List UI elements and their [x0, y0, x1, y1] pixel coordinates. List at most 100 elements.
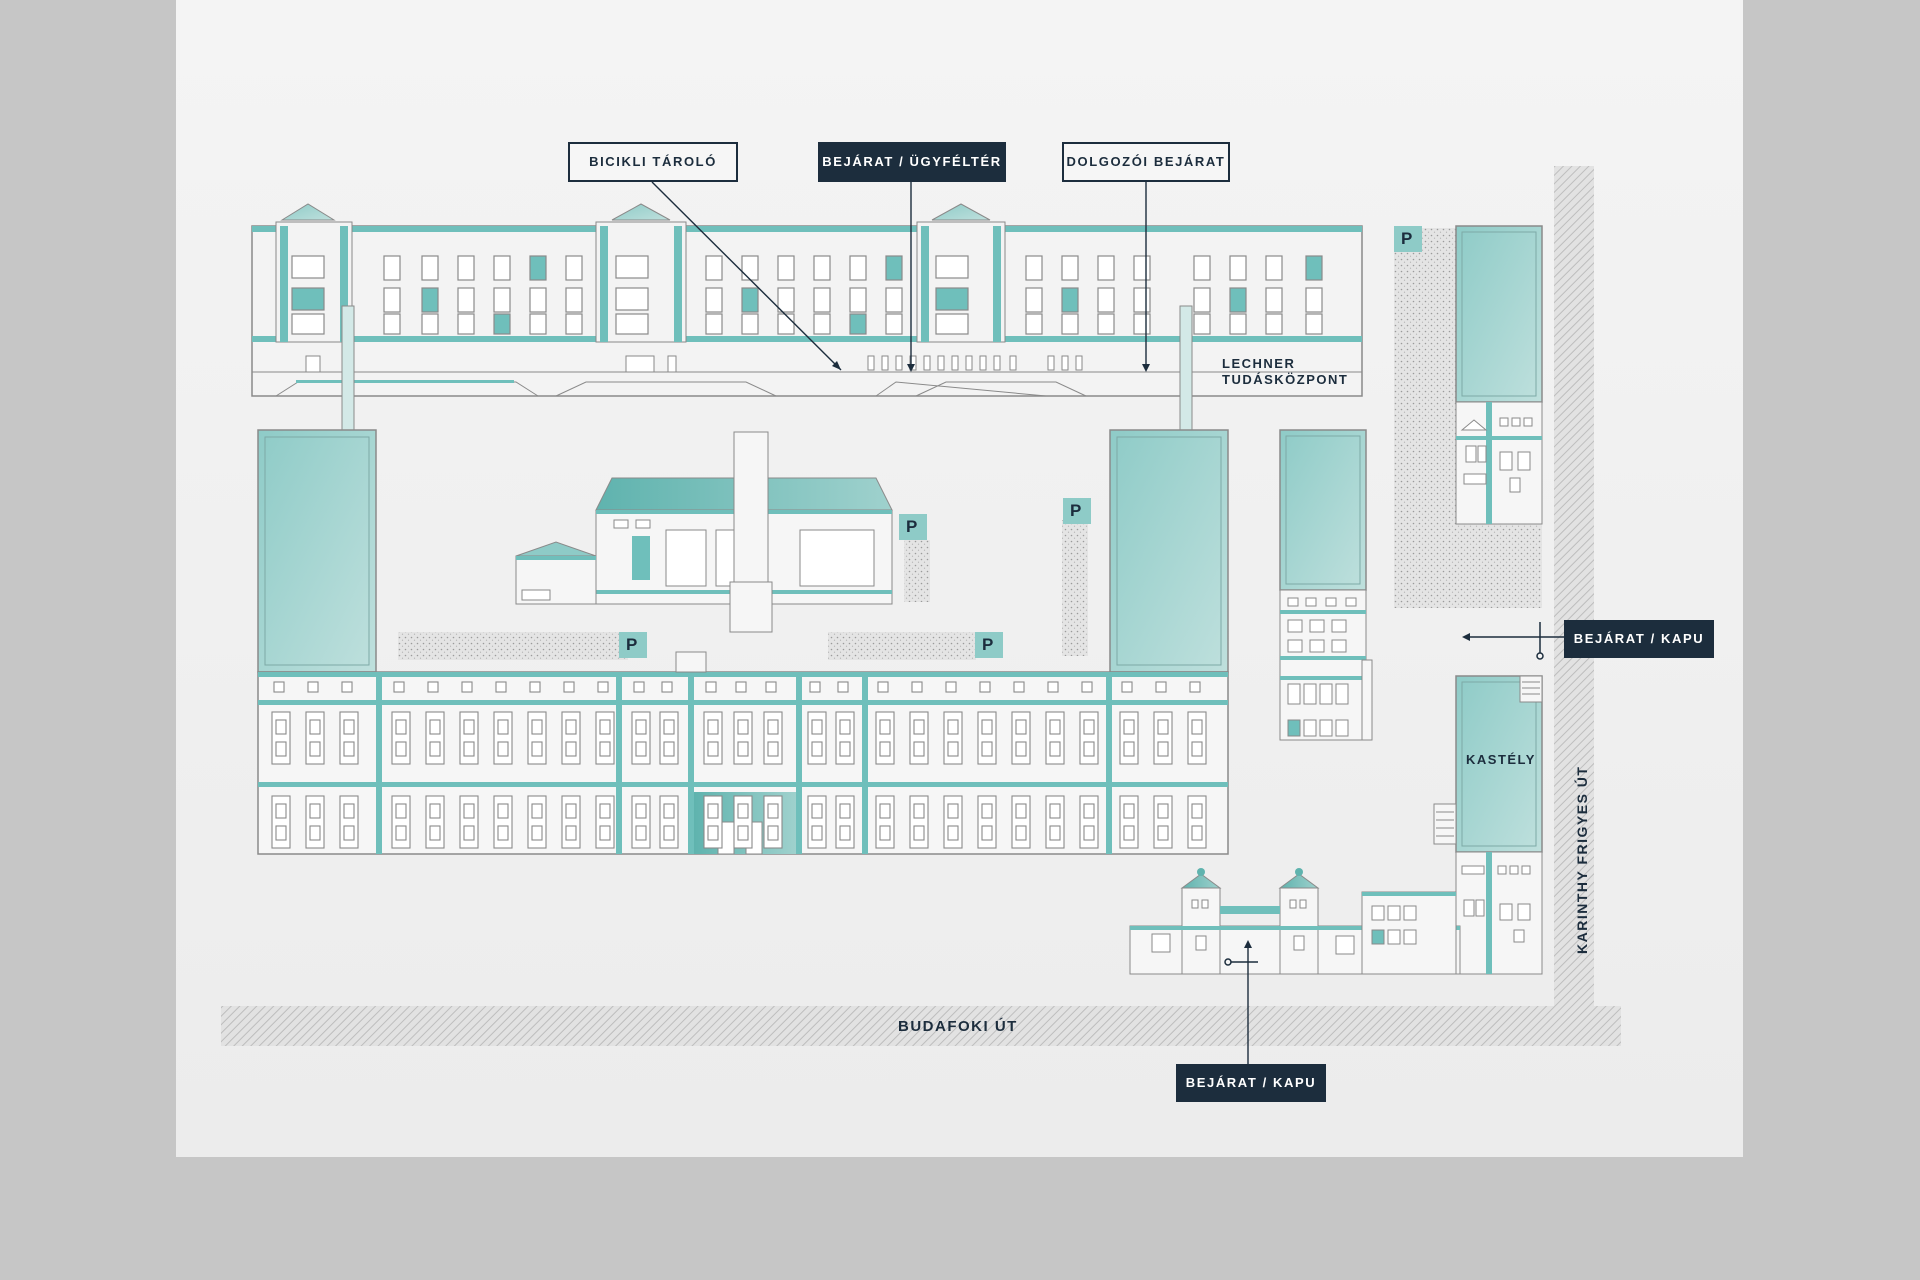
- window-pane: [737, 719, 749, 735]
- window-pane: [429, 825, 441, 841]
- window-pane: [309, 803, 321, 819]
- window-pane: [1083, 803, 1095, 819]
- window-pane: [1049, 803, 1061, 819]
- window-pane: [811, 825, 823, 841]
- east-courtyard-roof: [1109, 429, 1229, 673]
- window-pane: [275, 741, 287, 757]
- window-pane: [309, 741, 321, 757]
- window-pane: [947, 803, 959, 819]
- street-karinthy: KARINTHY FRIGYES ÚT: [1574, 765, 1590, 954]
- window-pane: [1015, 803, 1027, 819]
- window-pane: [531, 741, 543, 757]
- south-main-building: [257, 651, 1229, 855]
- window-pane: [663, 803, 675, 819]
- castle-building: [1433, 675, 1543, 975]
- window-pane: [811, 803, 823, 819]
- window-pane: [737, 825, 749, 841]
- attic-window: [1013, 681, 1025, 693]
- attic-window: [393, 681, 405, 693]
- attic-window: [945, 681, 957, 693]
- attic-window: [273, 681, 285, 693]
- attic-window: [809, 681, 821, 693]
- street-budafoki: BUDAFOKI ÚT: [898, 1018, 1018, 1035]
- window-pane: [1083, 719, 1095, 735]
- attic-window: [461, 681, 473, 693]
- window-pane: [599, 741, 611, 757]
- attic-window: [837, 681, 849, 693]
- window-pane: [1191, 719, 1203, 735]
- attic-window: [1047, 681, 1059, 693]
- window-pane: [913, 803, 925, 819]
- parking-sign-icon: [619, 226, 1422, 658]
- attic-window: [735, 681, 747, 693]
- window-pane: [343, 719, 355, 735]
- label-staff-entrance: DOLGOZÓI BEJÁRAT: [1062, 142, 1230, 182]
- parking-letter: P: [1070, 501, 1082, 520]
- window-pane: [497, 825, 509, 841]
- window-pane: [635, 803, 647, 819]
- window-pane: [463, 825, 475, 841]
- window-pane: [565, 719, 577, 735]
- window-pane: [839, 741, 851, 757]
- window-pane: [309, 825, 321, 841]
- window-pane: [879, 803, 891, 819]
- attic-window: [1121, 681, 1133, 693]
- window-pane: [913, 741, 925, 757]
- window-pane: [1049, 719, 1061, 735]
- north-building: [251, 203, 1363, 397]
- window-pane: [497, 719, 509, 735]
- leader-lines: [651, 181, 1564, 1064]
- gate-barrier-icon: [1224, 622, 1544, 966]
- window-pane: [343, 803, 355, 819]
- attic-window: [877, 681, 889, 693]
- window-pane: [981, 741, 993, 757]
- window-pane: [767, 741, 779, 757]
- window-pane: [811, 719, 823, 735]
- window-pane: [395, 719, 407, 735]
- window-pane: [635, 719, 647, 735]
- window-pane: [839, 825, 851, 841]
- window-pane: [463, 719, 475, 735]
- window-pane: [429, 741, 441, 757]
- window-pane: [497, 803, 509, 819]
- window-pane: [1049, 741, 1061, 757]
- window-pane: [879, 741, 891, 757]
- parking-letter: P: [626, 635, 638, 654]
- window-pane: [981, 719, 993, 735]
- window-pane: [1191, 825, 1203, 841]
- attic-window: [661, 681, 673, 693]
- attic-window: [705, 681, 717, 693]
- window-pane: [1123, 719, 1135, 735]
- window-pane: [565, 741, 577, 757]
- window-pane: [635, 825, 647, 841]
- label-knowledge-center-line1: LECHNER: [1222, 356, 1296, 371]
- window-pane: [599, 719, 611, 735]
- arrow-head-icon: [832, 361, 1470, 948]
- window-pane: [531, 719, 543, 735]
- window-pane: [599, 825, 611, 841]
- attic-window: [529, 681, 541, 693]
- window-pane: [1191, 741, 1203, 757]
- window-pane: [275, 825, 287, 841]
- road-karinthy: [1554, 166, 1594, 1006]
- window-pane: [707, 741, 719, 757]
- parking-letter: P: [906, 517, 918, 536]
- window-pane: [767, 719, 779, 735]
- window-pane: [839, 719, 851, 735]
- window-pane: [1015, 825, 1027, 841]
- attic-window: [1189, 681, 1201, 693]
- window-pane: [635, 741, 647, 757]
- parking-letter: P: [982, 635, 994, 654]
- window-pane: [879, 825, 891, 841]
- window-pane: [737, 741, 749, 757]
- attic-window: [427, 681, 439, 693]
- window-pane: [1157, 825, 1169, 841]
- attic-window: [979, 681, 991, 693]
- window-pane: [1123, 825, 1135, 841]
- window-pane: [1157, 719, 1169, 735]
- label-entrance-gate-south: BEJÁRAT / KAPU: [1176, 1064, 1326, 1102]
- attic-window: [765, 681, 777, 693]
- window-pane: [343, 825, 355, 841]
- label-bike-storage: BICIKLI TÁROLÓ: [568, 142, 738, 182]
- window-pane: [737, 803, 749, 819]
